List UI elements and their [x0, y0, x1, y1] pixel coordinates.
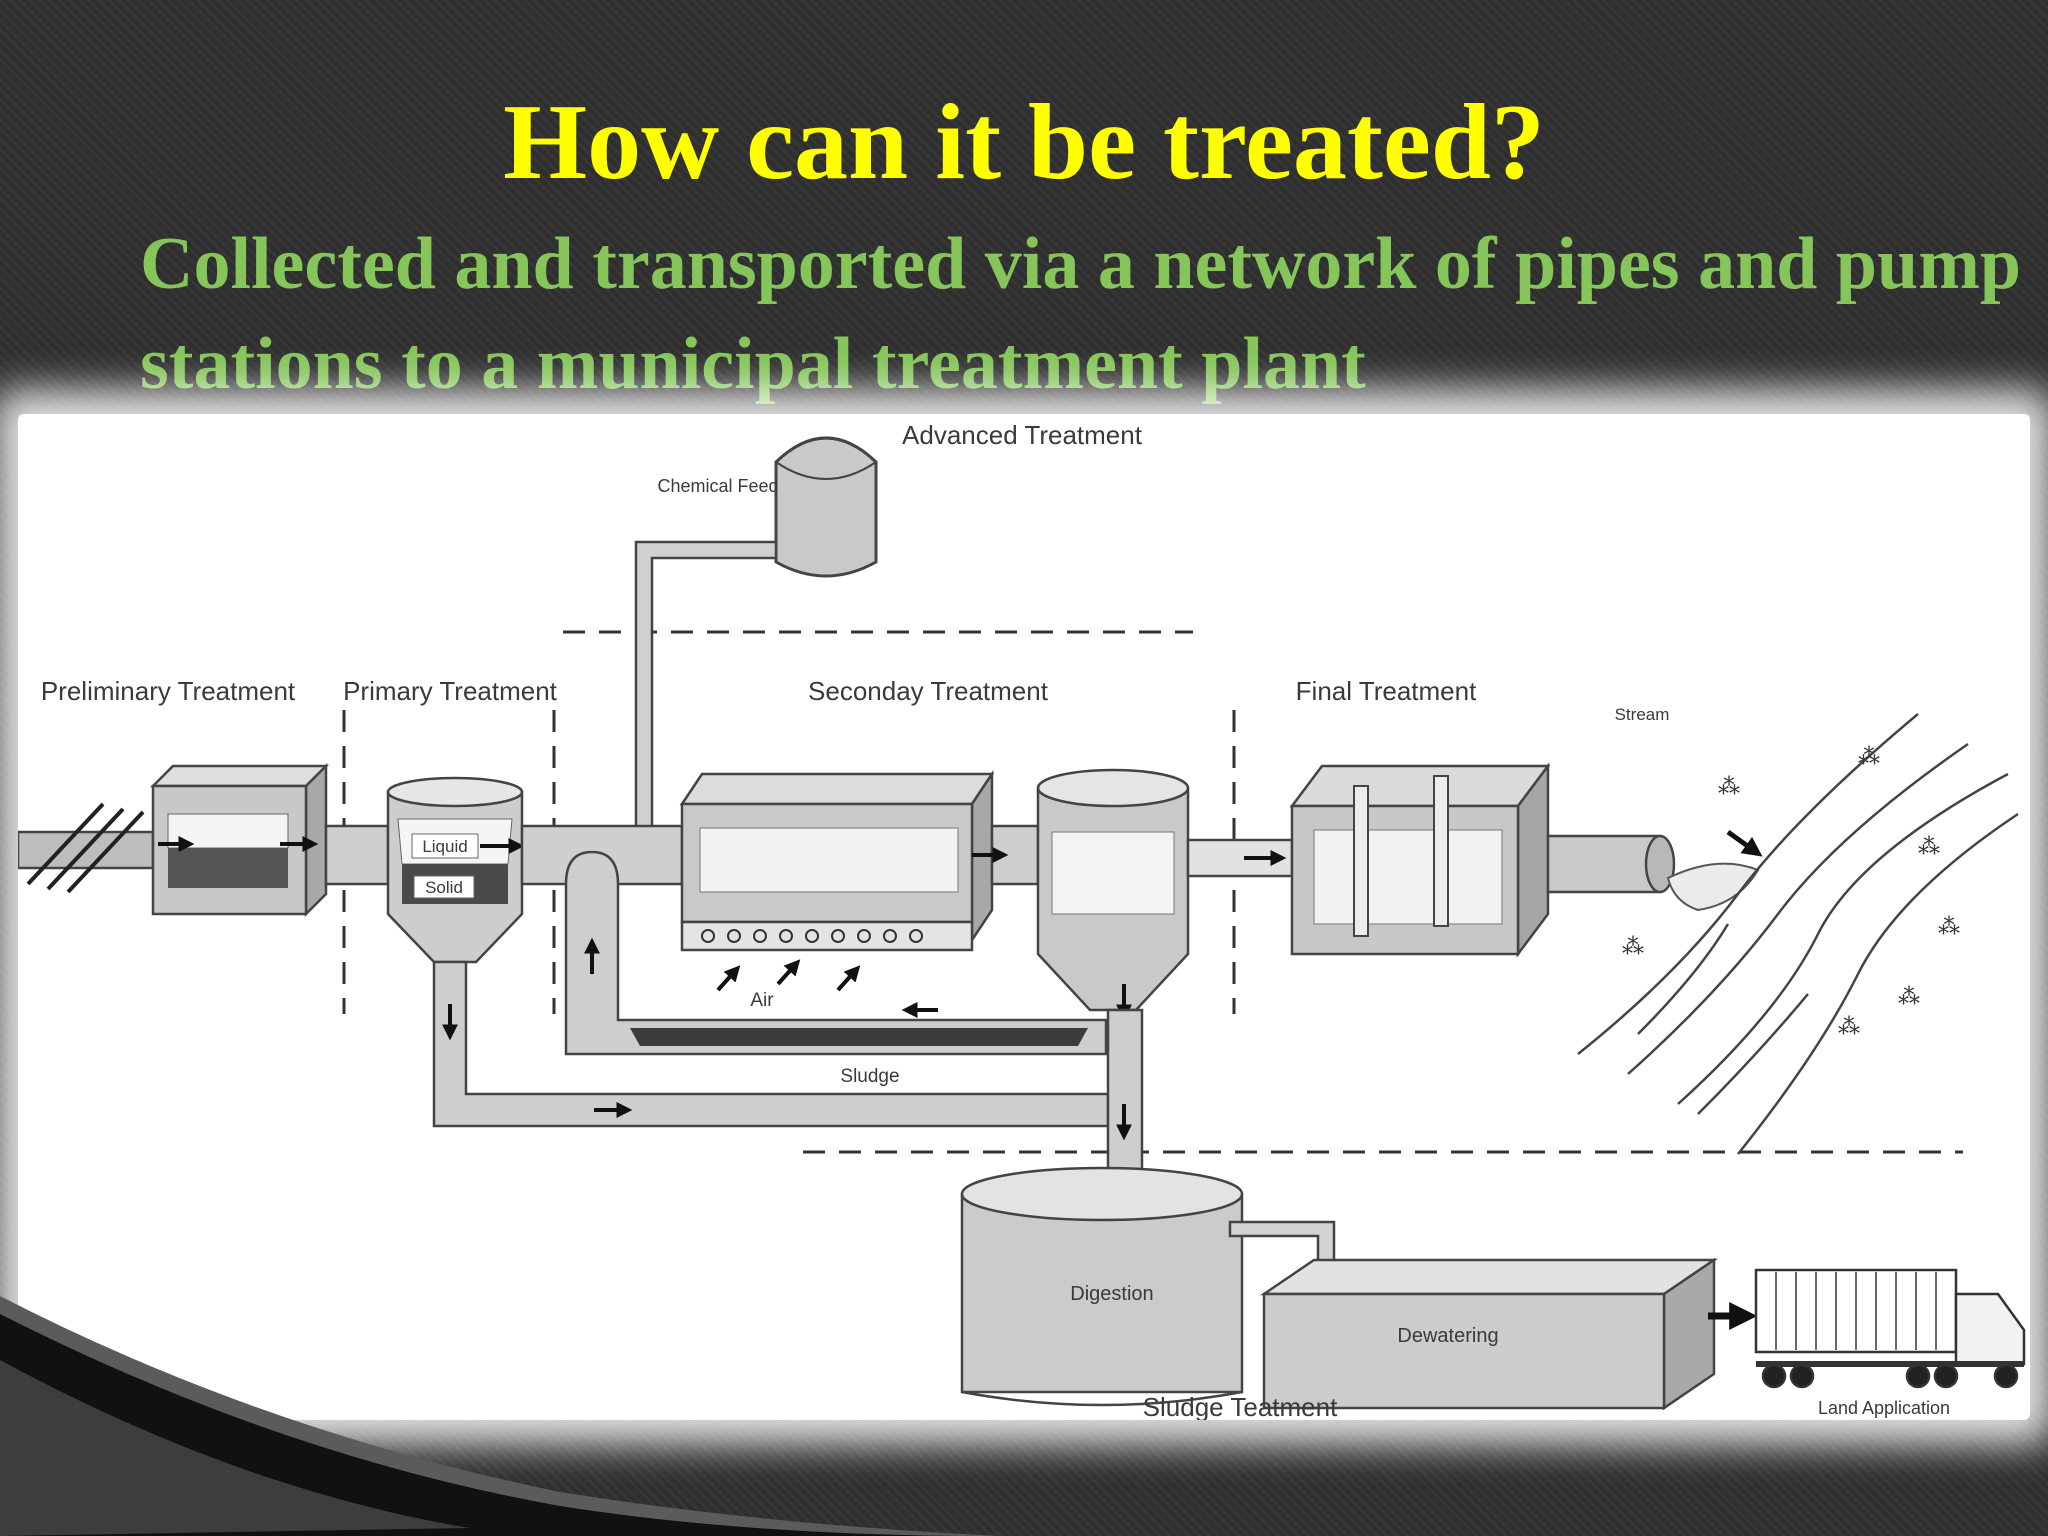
label-chemical-feed: Chemical Feed [657, 476, 778, 496]
svg-text:⁂: ⁂ [1838, 1014, 1860, 1039]
vegetation-marks: ⁂ ⁂ ⁂ ⁂ ⁂ ⁂ ⁂ [1622, 744, 1960, 1039]
preliminary-tank [149, 762, 330, 918]
dewatering-bed [1259, 1257, 1758, 1411]
aeration-basin [679, 769, 995, 992]
diagram-panel: ⁂ ⁂ ⁂ ⁂ ⁂ ⁂ ⁂ [18, 414, 2030, 1420]
slide-title: How can it be treated? [503, 83, 1545, 202]
label-air: Air [750, 990, 774, 1011]
stream [1577, 713, 2019, 1155]
label-secondary-treatment: Seconday Treatment [808, 676, 1049, 706]
svg-text:⁂: ⁂ [1938, 914, 1960, 939]
slide-subtitle: Collected and transported via a network … [140, 223, 2022, 405]
label-liquid: Liquid [422, 837, 467, 856]
label-solid: Solid [425, 878, 463, 897]
inlet-pipes [18, 802, 155, 894]
svg-text:⁂: ⁂ [1718, 774, 1740, 799]
label-sludge-treatment: Sludge Teatment [1143, 1392, 1338, 1420]
label-sludge: Sludge [840, 1066, 899, 1087]
label-primary-treatment: Primary Treatment [343, 676, 558, 706]
chemical-feed-tank [634, 436, 878, 844]
diagram-labels: Advanced Treatment Chemical Feed Prelimi… [41, 420, 1950, 1420]
label-stream: Stream [1615, 705, 1670, 724]
primary-clarifier [386, 776, 525, 964]
svg-text:⁂: ⁂ [1898, 984, 1920, 1009]
decorative-swoosh [0, 1296, 1000, 1536]
return-sludge-pipe [564, 850, 1108, 1056]
digestion-tank [960, 1166, 1336, 1407]
label-land-application: Land Application [1818, 1398, 1950, 1418]
label-preliminary-treatment: Preliminary Treatment [41, 676, 296, 706]
label-dewatering: Dewatering [1397, 1325, 1498, 1347]
truck [1754, 1268, 2026, 1389]
svg-text:⁂: ⁂ [1858, 744, 1880, 769]
label-advanced-treatment: Advanced Treatment [902, 420, 1143, 450]
secondary-clarifier [1036, 768, 1190, 1021]
svg-text:⁂: ⁂ [1918, 834, 1940, 859]
treatment-process-diagram: ⁂ ⁂ ⁂ ⁂ ⁂ ⁂ ⁂ [18, 420, 2026, 1420]
svg-text:⁂: ⁂ [1622, 934, 1644, 959]
outfall-pipe [1546, 829, 1763, 912]
final-treatment-tank [1289, 762, 1551, 958]
label-digestion: Digestion [1070, 1283, 1153, 1305]
label-final-treatment: Final Treatment [1296, 676, 1477, 706]
